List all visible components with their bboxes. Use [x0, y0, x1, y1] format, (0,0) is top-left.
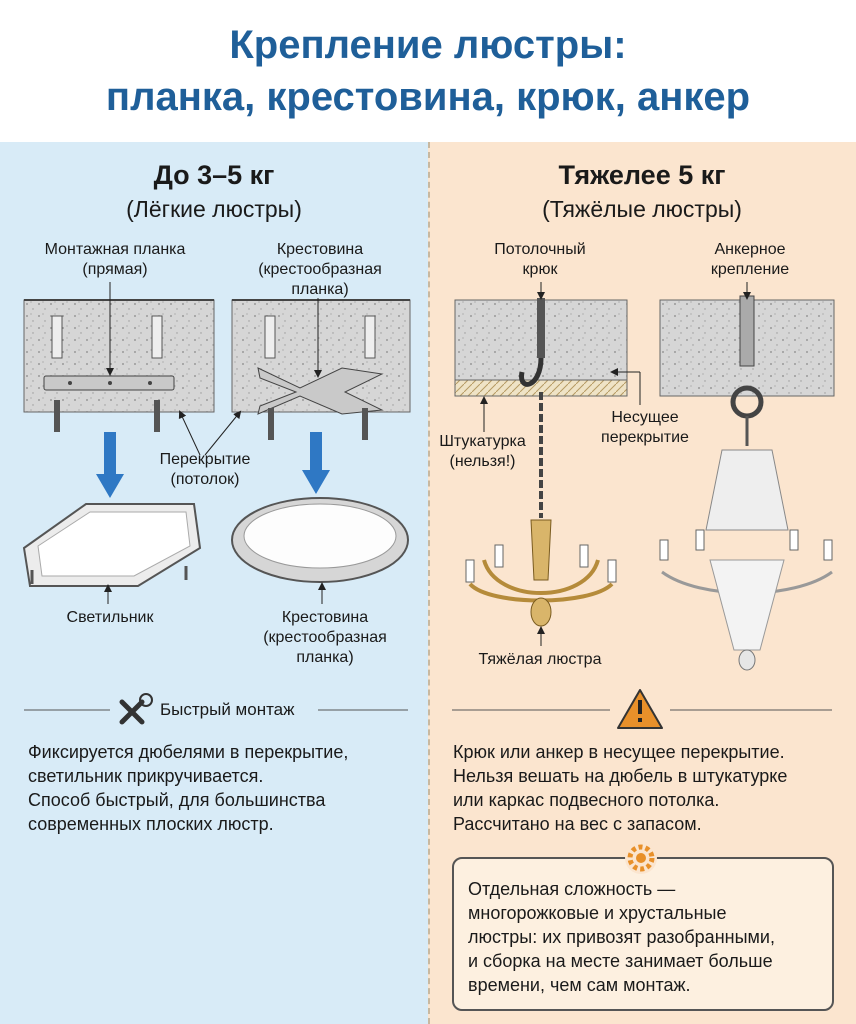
round-lamp [231, 497, 409, 583]
label-plate: Монтажная планка (прямая) [10, 240, 220, 280]
label-ceiling-line2: (потолок) [170, 471, 240, 488]
gear-icon [625, 842, 657, 874]
label-cross-line3: планка) [291, 281, 349, 298]
note-text: Отдельная сложность — многорожковые и хр… [468, 877, 823, 997]
dowel-icon [51, 315, 163, 359]
label-slab-line1: Несущее [611, 409, 679, 426]
down-arrow-icon [96, 432, 124, 498]
screw-icon [268, 408, 368, 440]
ceiling-hook [519, 298, 545, 387]
right-text-line4: Рассчитано на вес с запасом. [453, 814, 702, 834]
left-text-line2: светильник прикручивается. [28, 766, 264, 786]
note-line2: многорожковые и хрустальные [468, 903, 727, 923]
page-title-line1: Крепление люстры: [229, 23, 627, 67]
right-text-line2: Нельзя вешать на дюбель в штукатурке [453, 766, 788, 786]
right-text-line3: или каркас подвесного потолка. [453, 790, 720, 810]
left-section-title: Быстрый монтаж [160, 700, 295, 719]
label-plaster-line2: (нельзя!) [449, 453, 516, 470]
label-hook: Потолочный крюк [470, 240, 610, 280]
label-hook-line1: Потолочный [494, 241, 586, 258]
right-subtitle: (Тяжёлые люстры) [542, 196, 742, 222]
left-text-line1: Фиксируется дюбелями в перекрытие, [28, 742, 349, 762]
right-title: Тяжелее 5 кг [558, 160, 726, 190]
label-cross-bottom: Крестовина (крестообразная планка) [225, 608, 425, 668]
screw-icon [54, 400, 160, 432]
label-heavy-chandelier: Тяжёлая люстра [478, 651, 602, 668]
label-plaster-line1: Штукатурка [439, 433, 526, 450]
label-crossb-line1: Крестовина [281, 609, 369, 626]
label-crossb-line2: (крестообразная [263, 629, 387, 646]
label-slab-line2: перекрытие [601, 429, 689, 446]
page-title-line2: планка, крестовина, крюк, анкер [105, 75, 751, 119]
warning-icon [617, 689, 663, 729]
left-subtitle: (Лёгкие люстры) [126, 196, 302, 222]
label-plaster: Штукатурка (нельзя!) [430, 432, 535, 472]
left-text-line3: Способ быстрый, для большинства [28, 790, 326, 810]
tools-icon [119, 693, 153, 725]
panel-lamp [22, 503, 202, 587]
page-header: Крепление люстры: планка, крестовина, кр… [0, 0, 856, 142]
label-slab: Несущее перекрытие [580, 408, 710, 448]
left-description: Фиксируется дюбелями в перекрытие, свети… [28, 740, 418, 836]
left-title: До 3–5 кг [153, 160, 275, 190]
left-text-line4: современных плоских люстр. [28, 814, 274, 834]
mounting-plate [43, 375, 175, 391]
label-cross-line2: (крестообразная [258, 261, 382, 278]
label-anchor-line2: крепление [710, 261, 790, 278]
note-line3: люстры: их привозят разобранными, [468, 927, 775, 947]
pointer-line [178, 410, 201, 456]
label-crossb-line3: планка) [296, 649, 354, 666]
label-anchor-line1: Анкерное [714, 241, 786, 258]
label-ceiling: Перекрытие (потолок) [130, 450, 280, 490]
cross-plate [257, 367, 384, 415]
label-hook-line2: крюк [522, 261, 558, 278]
note-line1: Отдельная сложность — [468, 879, 676, 899]
label-anchor: Анкерное крепление [680, 240, 820, 280]
label-lamp: Светильник [66, 609, 154, 626]
label-cross-top: Крестовина (крестообразная планка) [220, 240, 420, 300]
panel-divider [428, 142, 430, 1024]
label-plate-line2: (прямая) [82, 261, 148, 278]
label-cross-line1: Крестовина [276, 241, 364, 258]
pointer-line [204, 410, 242, 456]
crystal-chandelier [659, 416, 833, 671]
label-ceiling-line1: Перекрытие [159, 451, 251, 468]
note-line5: времени, чем сам монтаж. [468, 975, 691, 995]
note-line4: и сборка на месте занимает больше [468, 951, 773, 971]
right-description: Крюк или анкер в несущее перекрытие. Нел… [453, 740, 848, 836]
brass-chandelier [465, 519, 617, 627]
note-box: Отдельная сложность — многорожковые и хр… [452, 857, 834, 1011]
right-text-line1: Крюк или анкер в несущее перекрытие. [453, 742, 785, 762]
down-arrow-icon [302, 432, 330, 494]
dowel-icon [264, 315, 376, 359]
label-plate-line1: Монтажная планка [44, 241, 186, 258]
